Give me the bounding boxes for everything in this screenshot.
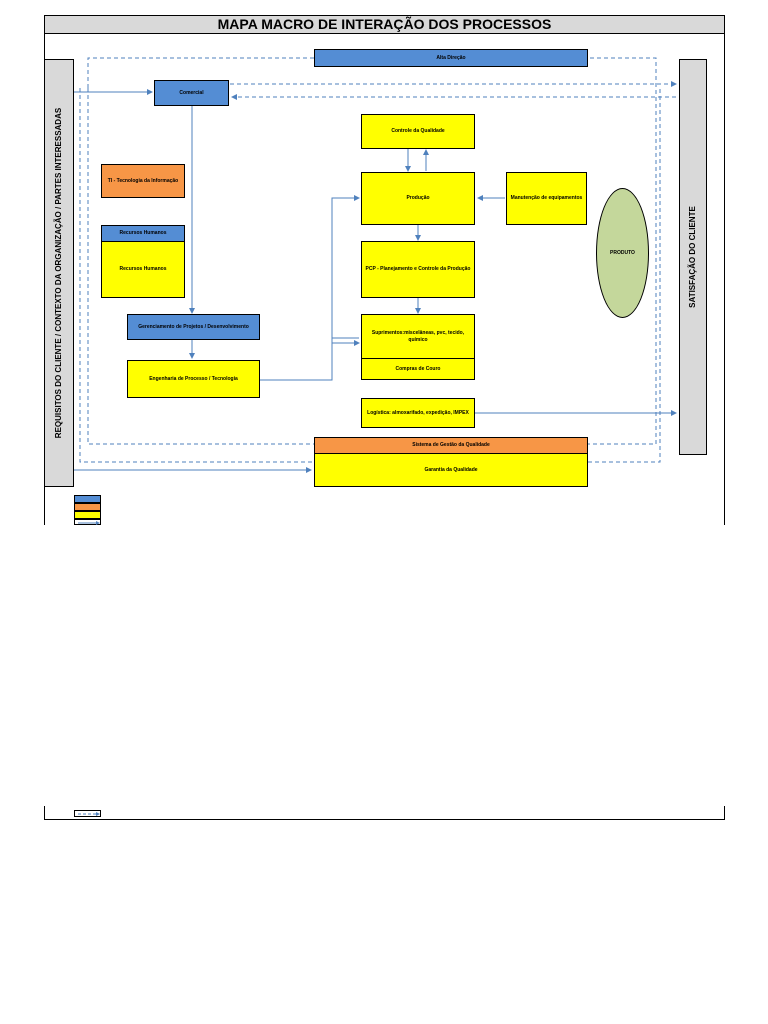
rh-body-box: Recursos Humanos <box>101 241 185 298</box>
pcp-box: PCP - Planejamento e Controle da Produçã… <box>361 241 475 298</box>
sgq-box: Sistema de Gestão da Qualidade <box>314 437 588 454</box>
gerenciamento-projetos-box: Gerenciamento de Projetos / Desenvolvime… <box>127 314 260 340</box>
customer-satisfaction-bar <box>679 59 707 455</box>
legend-swatch-blue <box>74 495 101 503</box>
logistica-box: Logística: almoxarifado, expedição, IMPE… <box>361 398 475 428</box>
page-frame-bottom <box>44 806 725 820</box>
legend-swatch-orange <box>74 503 101 511</box>
garantia-qualidade-box: Garantia da Qualidade <box>314 453 588 487</box>
suprimentos-box: Suprimentos:miscelâneas, pvc, tecido, qu… <box>361 314 475 359</box>
rh-header-box: Recursos Humanos <box>101 225 185 242</box>
manutencao-box: Manutenção de equipamentos <box>506 172 587 225</box>
alta-direcao-box: Alta Direção <box>314 49 588 67</box>
produto-ellipse: PRODUTO <box>596 188 649 318</box>
producao-box: Produção <box>361 172 475 225</box>
controle-qualidade-box: Controle da Qualidade <box>361 114 475 149</box>
legend-solid-arrow <box>74 519 101 525</box>
ti-box: TI - Tecnologia da Informação <box>101 164 185 198</box>
customer-requirements-bar <box>44 59 74 487</box>
legend-dashed-arrow <box>74 810 101 817</box>
compras-couro-box: Compras de Couro <box>361 358 475 380</box>
engenharia-processo-box: Engenharia de Processo / Tecnologia <box>127 360 260 398</box>
legend-swatch-yellow <box>74 511 101 519</box>
comercial-box: Comercial <box>154 80 229 106</box>
page-title: MAPA MACRO DE INTERAÇÃO DOS PROCESSOS <box>44 15 725 34</box>
